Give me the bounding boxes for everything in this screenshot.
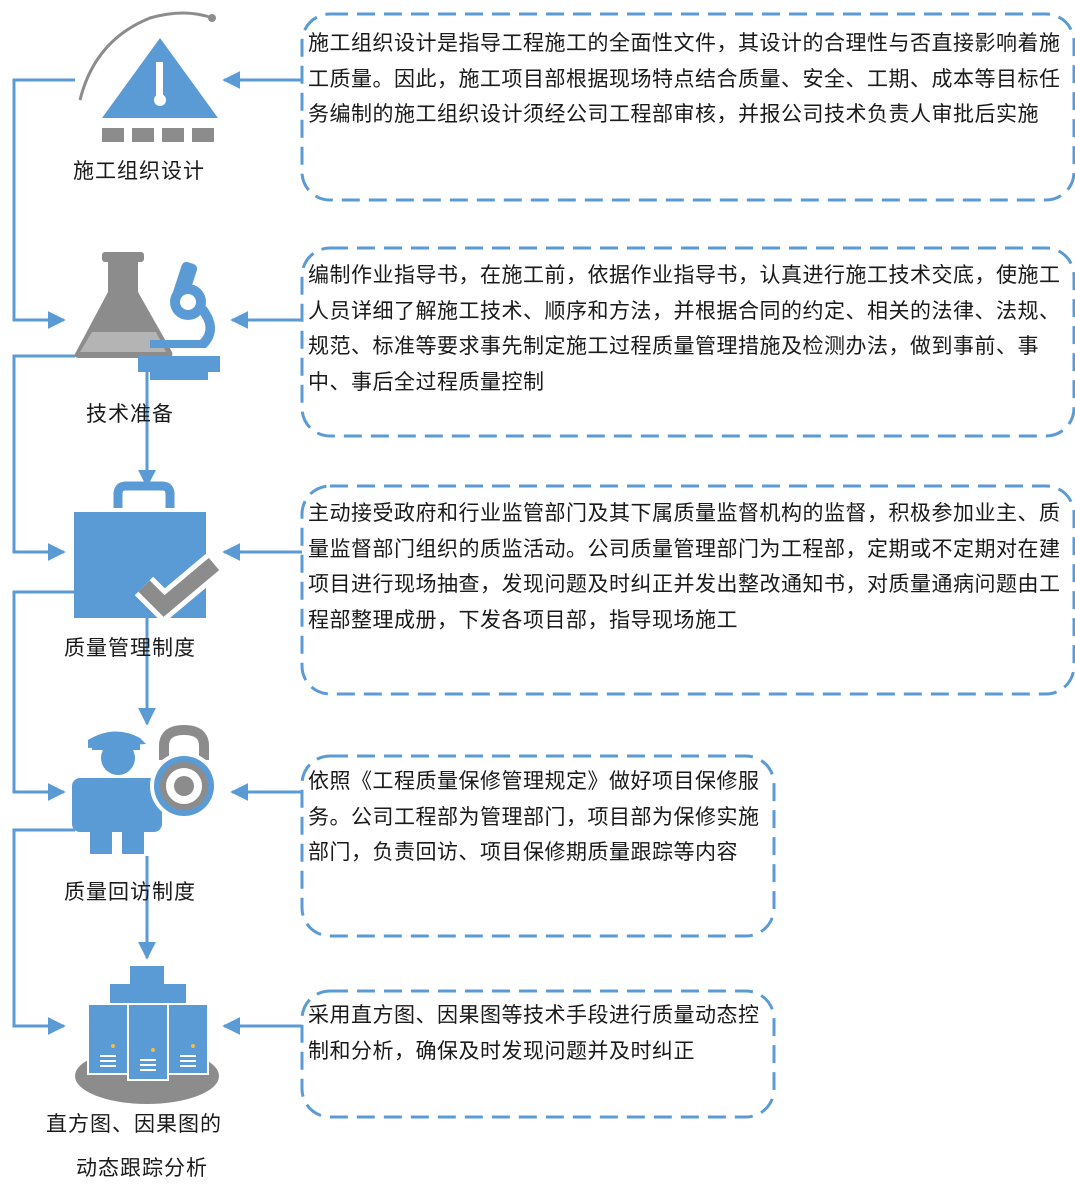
warning-sign-icon bbox=[78, 11, 218, 142]
security-guard-lock-icon bbox=[72, 724, 218, 854]
left-flow-arrows bbox=[12, 78, 75, 1035]
flask-microscope-icon bbox=[74, 252, 220, 380]
step-description-technical-preparation: 编制作业指导书，在施工前，依据作业指导书，认真进行施工技术交底，使施工人员详细了… bbox=[308, 263, 1061, 394]
description-box-2 bbox=[300, 246, 1075, 438]
description-box-5 bbox=[300, 989, 776, 1119]
step-label-chart-analysis-line2: 动态跟踪分析 bbox=[76, 1156, 208, 1180]
step-label-chart-analysis-line1: 直方图、因果图的 bbox=[46, 1112, 222, 1136]
step-label-technical-preparation: 技术准备 bbox=[86, 402, 174, 426]
step-label-quality-management: 质量管理制度 bbox=[64, 636, 196, 660]
server-cluster-icon bbox=[75, 966, 219, 1104]
description-box-3 bbox=[300, 484, 1075, 696]
description-box-4 bbox=[300, 754, 776, 938]
step-description-quality-management: 主动接受政府和行业监管部门及其下属质量监督机构的监督，积极参加业主、质量监督部门… bbox=[308, 501, 1061, 632]
step-label-construction-design: 施工组织设计 bbox=[73, 159, 205, 183]
step-description-construction-design: 施工组织设计是指导工程施工的全面性文件，其设计的合理性与否直接影响着施工质量。因… bbox=[308, 31, 1061, 126]
step-description-chart-analysis: 采用直方图、因果图等技术手段进行质量动态控制和分析，确保及时发现问题并及时纠正 bbox=[308, 1003, 760, 1063]
description-box-1 bbox=[300, 12, 1075, 202]
step-description-quality-revisit: 依照《工程质量保修管理规定》做好项目保修服务。公司工程部为管理部门，项目部为保修… bbox=[308, 769, 760, 864]
shopping-bag-check-icon bbox=[74, 481, 223, 624]
step-label-quality-revisit: 质量回访制度 bbox=[64, 880, 196, 904]
box-to-icon-arrows bbox=[222, 71, 302, 1035]
